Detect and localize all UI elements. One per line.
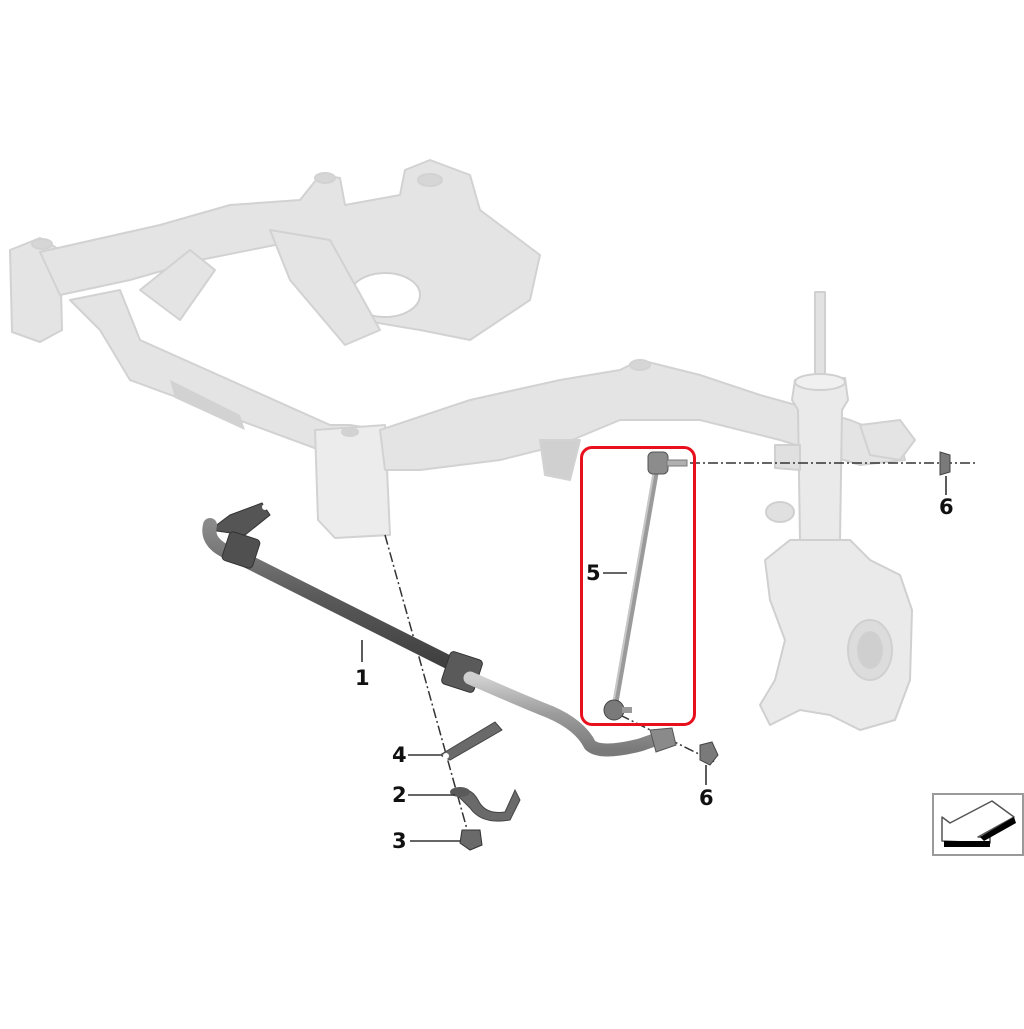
assembly-lines: [384, 462, 975, 841]
leader-lines: [361, 476, 947, 842]
callout-1[interactable]: 1: [355, 666, 370, 690]
strut-knuckle-ghost: [759, 291, 913, 731]
callout-6-upper[interactable]: 6: [939, 495, 954, 519]
stabilizer-bar: [202, 502, 677, 757]
callout-3[interactable]: 3: [392, 829, 407, 853]
callout-4[interactable]: 4: [392, 743, 407, 767]
view-direction-box: [932, 793, 1024, 856]
subframe-ghost: [9, 159, 916, 539]
arrow-view-icon: [941, 800, 1016, 847]
callout-5[interactable]: 5: [586, 561, 601, 585]
callout-2[interactable]: 2: [392, 783, 407, 807]
highlight-frame-part-5: [580, 446, 696, 726]
stabilizer-link: [603, 451, 688, 721]
callout-6-lower[interactable]: 6: [699, 786, 714, 810]
